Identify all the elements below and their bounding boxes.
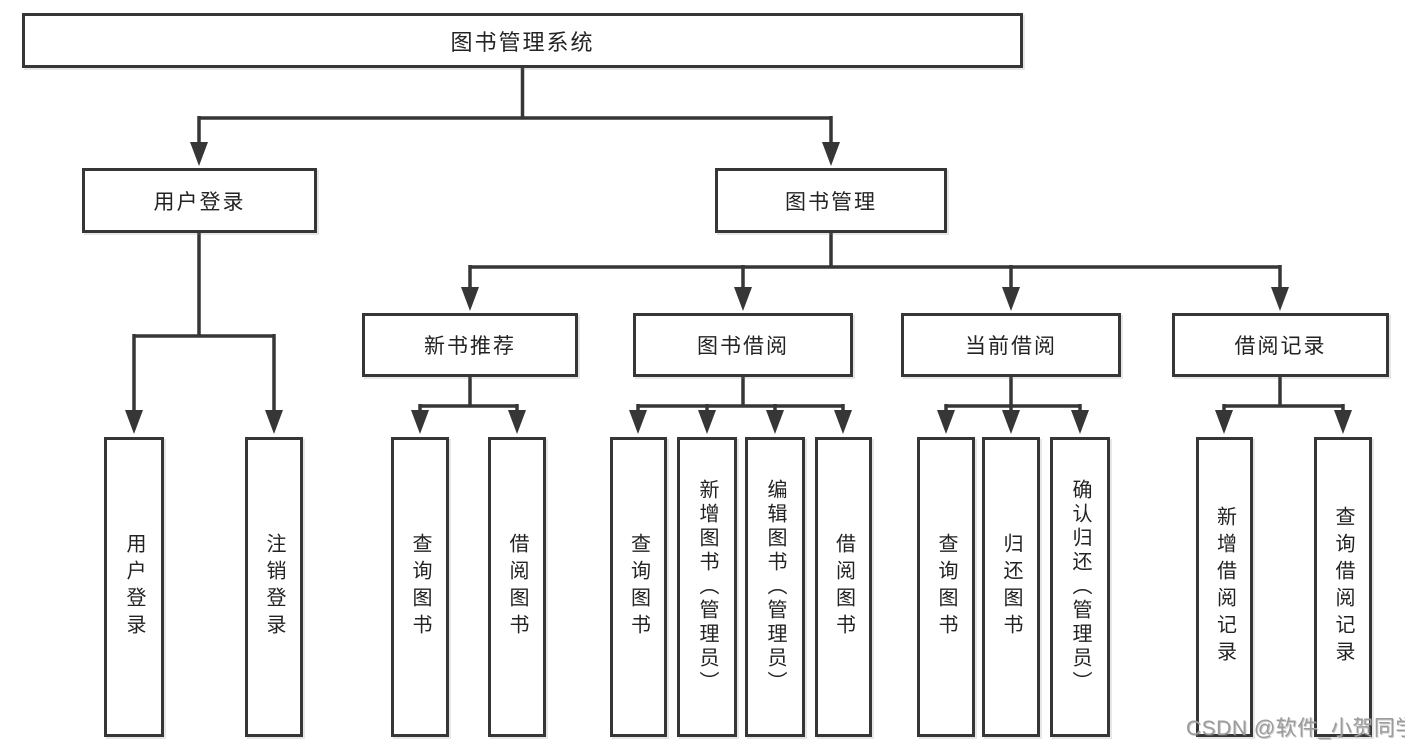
arrowhead-current-child-0 <box>937 410 955 434</box>
arrowhead-newbook-child-1 <box>508 410 526 434</box>
arrowhead-newbook <box>461 287 479 311</box>
arrowhead-login <box>190 142 208 166</box>
node-newbook-child-1: 借阅图书 <box>488 437 546 737</box>
arrowhead-current-child-1 <box>1002 410 1020 434</box>
node-borrow-child-2: 编辑图书（管理员） <box>745 437 805 737</box>
arrowhead-borrow <box>734 287 752 311</box>
arrowhead-records <box>1271 287 1289 311</box>
node-records-child-0: 新增借阅记录 <box>1196 437 1253 737</box>
node-borrow-child-1: 新增图书（管理员） <box>677 437 737 737</box>
node-root: 图书管理系统 <box>22 13 1023 68</box>
node-login-child-1: 注销登录 <box>245 437 303 737</box>
node-borrow-child-3: 借阅图书 <box>815 437 872 737</box>
node-records-child-1: 查询借阅记录 <box>1314 437 1372 737</box>
node-current-borrow: 当前借阅 <box>901 313 1121 377</box>
node-book-borrow: 图书借阅 <box>633 313 853 377</box>
arrowhead-borrow-child-3 <box>834 410 852 434</box>
node-borrow-records: 借阅记录 <box>1172 313 1389 377</box>
csdn-watermark: CSDN @软件_小贺同学 <box>1186 717 1405 740</box>
node-current-child-2: 确认归还（管理员） <box>1050 437 1110 737</box>
node-user-login: 用户登录 <box>82 168 317 233</box>
node-borrow-child-0: 查询图书 <box>610 437 667 737</box>
arrowhead-current <box>1002 287 1020 311</box>
arrowhead-mgmt <box>822 142 840 166</box>
node-book-management: 图书管理 <box>715 168 947 233</box>
arrowhead-borrow-child-2 <box>766 410 784 434</box>
node-newbook-child-0: 查询图书 <box>391 437 449 737</box>
arrowhead-borrow-child-1 <box>698 410 716 434</box>
arrowhead-records-child-1 <box>1334 410 1352 434</box>
node-login-child-0: 用户登录 <box>104 437 164 737</box>
arrowhead-borrow-child-0 <box>629 410 647 434</box>
arrowhead-newbook-child-0 <box>411 410 429 434</box>
node-new-book-recommend: 新书推荐 <box>362 313 578 377</box>
node-current-child-0: 查询图书 <box>917 437 975 737</box>
arrowhead-login-child-0 <box>125 410 143 434</box>
arrowhead-login-child-1 <box>265 410 283 434</box>
arrowhead-current-child-2 <box>1071 410 1089 434</box>
arrowhead-records-child-0 <box>1215 410 1233 434</box>
node-current-child-1: 归还图书 <box>982 437 1040 737</box>
